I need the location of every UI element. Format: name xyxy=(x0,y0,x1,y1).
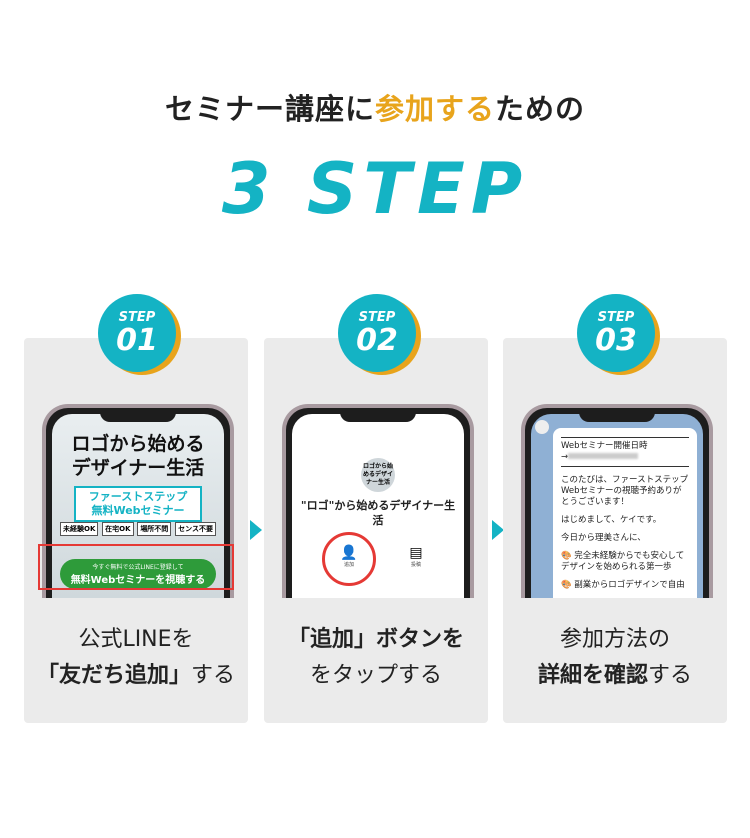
highlight-frame xyxy=(38,544,234,590)
logo-text: ロゴから始めるデザイナー生活 xyxy=(52,432,224,480)
arrow-text: → xyxy=(561,452,569,462)
arrow-right-icon xyxy=(250,520,262,540)
chat-text: はじめまして、ケイです。 xyxy=(561,515,662,525)
tag: 在宅OK xyxy=(102,522,134,536)
step-label: STEP xyxy=(597,310,635,325)
caption-bold: 「追加」ボタンを xyxy=(287,627,464,652)
caption-line: 公式LINEを xyxy=(78,627,194,652)
chat-heading: Webセミナー開催日時 xyxy=(561,441,648,451)
add-friend-button[interactable]: 👤追加 xyxy=(322,532,376,586)
avatar-text: ロゴから始めるデザイナー生活 xyxy=(363,462,394,486)
step-number: 01 xyxy=(116,323,158,358)
page-title: セミナー講座に参加するための xyxy=(0,86,750,128)
three-step-heading: 3 STEP xyxy=(221,148,529,230)
phone-mockup: ロゴから始めるデザイナー生活 "ロゴ"から始めるデザイナー生活 👤追加 ▤投稿 xyxy=(282,404,474,598)
chat-text: このたびは、ファーストステップWebセミナーの視聴予約ありがとうございます！ xyxy=(561,475,689,507)
arrow-right-icon xyxy=(492,520,504,540)
step-label: STEP xyxy=(118,310,156,325)
box-line: 無料Webセミナー xyxy=(91,504,185,517)
step-caption: 「追加」ボタンををタップする xyxy=(264,622,488,694)
caption-rest: する xyxy=(648,663,693,688)
add-label: 追加 xyxy=(343,562,354,568)
chat-avatar xyxy=(535,420,549,434)
add-user-icon: 👤 xyxy=(340,545,358,561)
chat-text: 🎨 副業からロゴデザインで自由 xyxy=(561,580,685,590)
title-text: セミナー講座に xyxy=(164,92,375,126)
line-profile-screen: ロゴから始めるデザイナー生活 "ロゴ"から始めるデザイナー生活 👤追加 ▤投稿 xyxy=(292,414,464,598)
step-caption: 公式LINEを「友だち追加」する xyxy=(24,622,248,694)
box-line: ファーストステップ xyxy=(88,490,188,503)
logo-line: デザイナー生活 xyxy=(71,457,205,479)
account-avatar: ロゴから始めるデザイナー生活 xyxy=(361,458,395,492)
cta-label: 無料Webセミナーを視聴する xyxy=(70,575,206,586)
chat-text: 🎨 完全未経験からでも安心してデザインを始められる第一歩 xyxy=(561,551,685,572)
chat-message: Webセミナー開催日時 → このたびは、ファーストステップWebセミナーの視聴予… xyxy=(553,428,697,598)
title-text-end: ための xyxy=(495,92,586,126)
seminar-box: ファーストステップ無料Webセミナー xyxy=(74,486,202,522)
line-chat-screen: Webセミナー開催日時 → このたびは、ファーストステップWebセミナーの視聴予… xyxy=(531,414,703,598)
step-number: 02 xyxy=(356,323,398,358)
step-caption: 参加方法の詳細を確認する xyxy=(503,622,727,694)
caption-line: 参加方法の xyxy=(559,627,670,652)
logo-line: ロゴから始める xyxy=(71,433,205,455)
phone-notch xyxy=(579,408,655,422)
caption-line: をタップする xyxy=(309,663,442,688)
line-cta-button[interactable]: 今すぐ無料で公式LINEに登録して無料Webセミナーを視聴する xyxy=(60,559,216,589)
tag: 未経験OK xyxy=(60,522,99,536)
cta-subtext: 今すぐ無料で公式LINEに登録して xyxy=(92,564,184,571)
phone-notch xyxy=(100,408,176,422)
phone-notch xyxy=(340,408,416,422)
divider xyxy=(561,437,689,438)
post-label: 投稿 xyxy=(410,562,421,568)
caption-rest: する xyxy=(191,663,236,688)
chat-text: 今日から理美さんに、 xyxy=(561,533,646,543)
account-name: "ロゴ"から始めるデザイナー生活 xyxy=(300,499,456,527)
step-label: STEP xyxy=(358,310,396,325)
tag: センス不要 xyxy=(175,522,216,536)
caption-bold: 「友だち追加」 xyxy=(36,663,191,688)
document-icon: ▤ xyxy=(409,545,423,561)
blurred-date xyxy=(568,453,639,459)
tag: 場所不問 xyxy=(137,522,172,536)
title-highlight: 参加する xyxy=(374,92,495,126)
divider xyxy=(561,466,689,467)
caption-bold: 詳細を確認 xyxy=(537,663,648,688)
step-number: 03 xyxy=(595,323,637,358)
posts-button[interactable]: ▤投稿 xyxy=(392,535,440,568)
phone-mockup: Webセミナー開催日時 → このたびは、ファーストステップWebセミナーの視聴予… xyxy=(521,404,713,598)
